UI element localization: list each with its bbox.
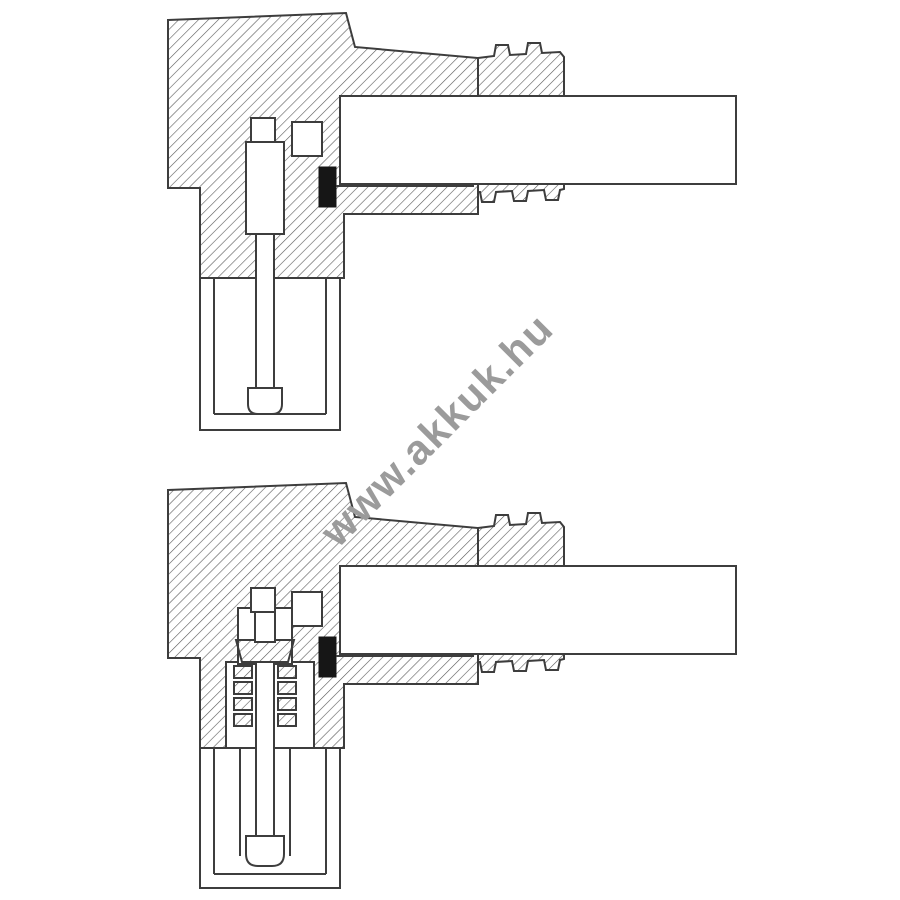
valve-pin-tip — [247, 387, 283, 415]
valve-cap — [250, 117, 276, 143]
coil — [277, 713, 297, 727]
spring-coil-section — [233, 665, 297, 727]
valve-stem — [254, 611, 276, 643]
coil — [277, 665, 297, 679]
pipe — [339, 95, 737, 185]
coil — [277, 681, 297, 695]
coil — [277, 697, 297, 711]
coil — [233, 681, 253, 695]
fitting-notch — [291, 591, 323, 627]
thread-lower — [477, 183, 565, 203]
figure-bottom — [167, 481, 737, 889]
valve-pin-tip — [245, 835, 285, 867]
fitting-notch — [291, 121, 323, 157]
figure-top — [167, 11, 737, 431]
valve-pin — [255, 661, 275, 839]
thread-upper — [477, 512, 565, 567]
valve-core — [245, 141, 285, 235]
pipe — [339, 565, 737, 655]
valve-disc — [234, 639, 296, 663]
valve-pin — [255, 233, 275, 391]
seal — [318, 166, 337, 208]
valve-cap — [250, 587, 276, 613]
coil — [233, 713, 253, 727]
coil — [233, 697, 253, 711]
watermark-text: www.akkuk.hu — [310, 304, 562, 556]
thread-upper — [477, 42, 565, 97]
seal — [318, 636, 337, 678]
thread-lower — [477, 653, 565, 673]
coil — [233, 665, 253, 679]
